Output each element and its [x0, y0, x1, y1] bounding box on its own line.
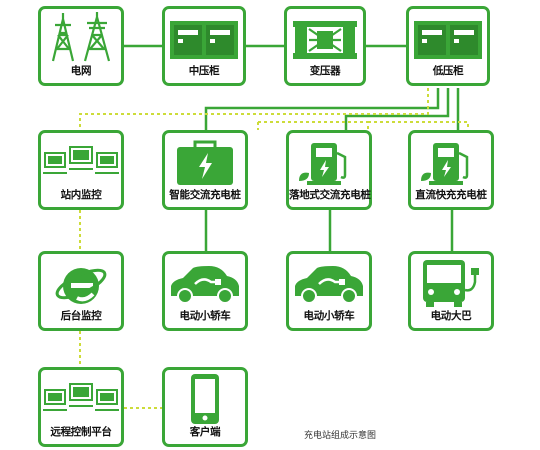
node-ev-car-1: 电动小轿车 [162, 251, 248, 331]
electric-car-icon [171, 266, 239, 304]
node-floor-ac-pile: 落地式交流充电桩 [286, 130, 372, 210]
node-transformer: 变压器 [284, 6, 366, 86]
transformer-icon [293, 21, 357, 59]
node-grid-label: 电网 [70, 65, 92, 77]
node-client: 客户端 [162, 367, 248, 447]
charging-pump-icon [421, 143, 469, 185]
node-smart-ac-pile: 智能交流充电桩 [162, 130, 248, 210]
node-client-label: 客户端 [189, 426, 221, 438]
node-backend-monitor: 后台监控 [38, 251, 124, 331]
charging-pump-icon [299, 143, 347, 185]
node-mv-cabinet-label: 中压柜 [188, 65, 220, 77]
node-mv-cabinet: 中压柜 [162, 6, 246, 86]
electric-bus-icon [423, 260, 479, 307]
transmission-tower-icon [51, 12, 111, 62]
browser-e-icon [55, 268, 107, 304]
electric-car-icon [295, 266, 363, 304]
node-ev-bus: 电动大巴 [408, 251, 494, 331]
node-ev-car-2: 电动小轿车 [286, 251, 372, 331]
monitor-computers-icon [43, 146, 119, 174]
node-remote-platform: 远程控制平台 [38, 367, 124, 447]
link-lv-monitor [79, 88, 429, 130]
node-station-monitor-label: 站内监控 [60, 189, 102, 201]
node-dc-fast-pile-label: 直流快充充电桩 [415, 189, 487, 201]
node-ev-car-1-label: 电动小轿车 [179, 310, 231, 322]
node-ev-bus-label: 电动大巴 [430, 310, 472, 322]
node-backend-monitor-label: 后台监控 [60, 310, 102, 322]
switch-cabinet-icon [170, 21, 238, 59]
node-floor-ac-pile-label: 落地式交流充电桩 [289, 189, 371, 201]
node-grid: 电网 [38, 6, 124, 86]
node-transformer-label: 变压器 [309, 65, 341, 77]
node-lv-cabinet-label: 低压柜 [432, 65, 464, 77]
switch-cabinet-icon [414, 21, 482, 59]
node-station-monitor: 站内监控 [38, 130, 124, 210]
link-lv-smart-ac [204, 88, 440, 130]
link-monitor-pile3 [258, 121, 369, 130]
node-lv-cabinet: 低压柜 [406, 6, 490, 86]
link-lv-floor-ac [344, 88, 450, 130]
node-remote-platform-label: 远程控制平台 [50, 426, 112, 438]
smartphone-icon [191, 374, 219, 424]
diagram-caption: 充电站组成示意图 [303, 431, 376, 441]
monitor-computers-icon [43, 383, 119, 411]
node-ev-car-2-label: 电动小轿车 [303, 310, 355, 322]
portable-charger-icon [177, 140, 233, 185]
node-dc-fast-pile: 直流快充充电桩 [408, 130, 494, 210]
node-smart-ac-pile-label: 智能交流充电桩 [169, 189, 241, 201]
link-monitor-pile4 [368, 121, 469, 130]
